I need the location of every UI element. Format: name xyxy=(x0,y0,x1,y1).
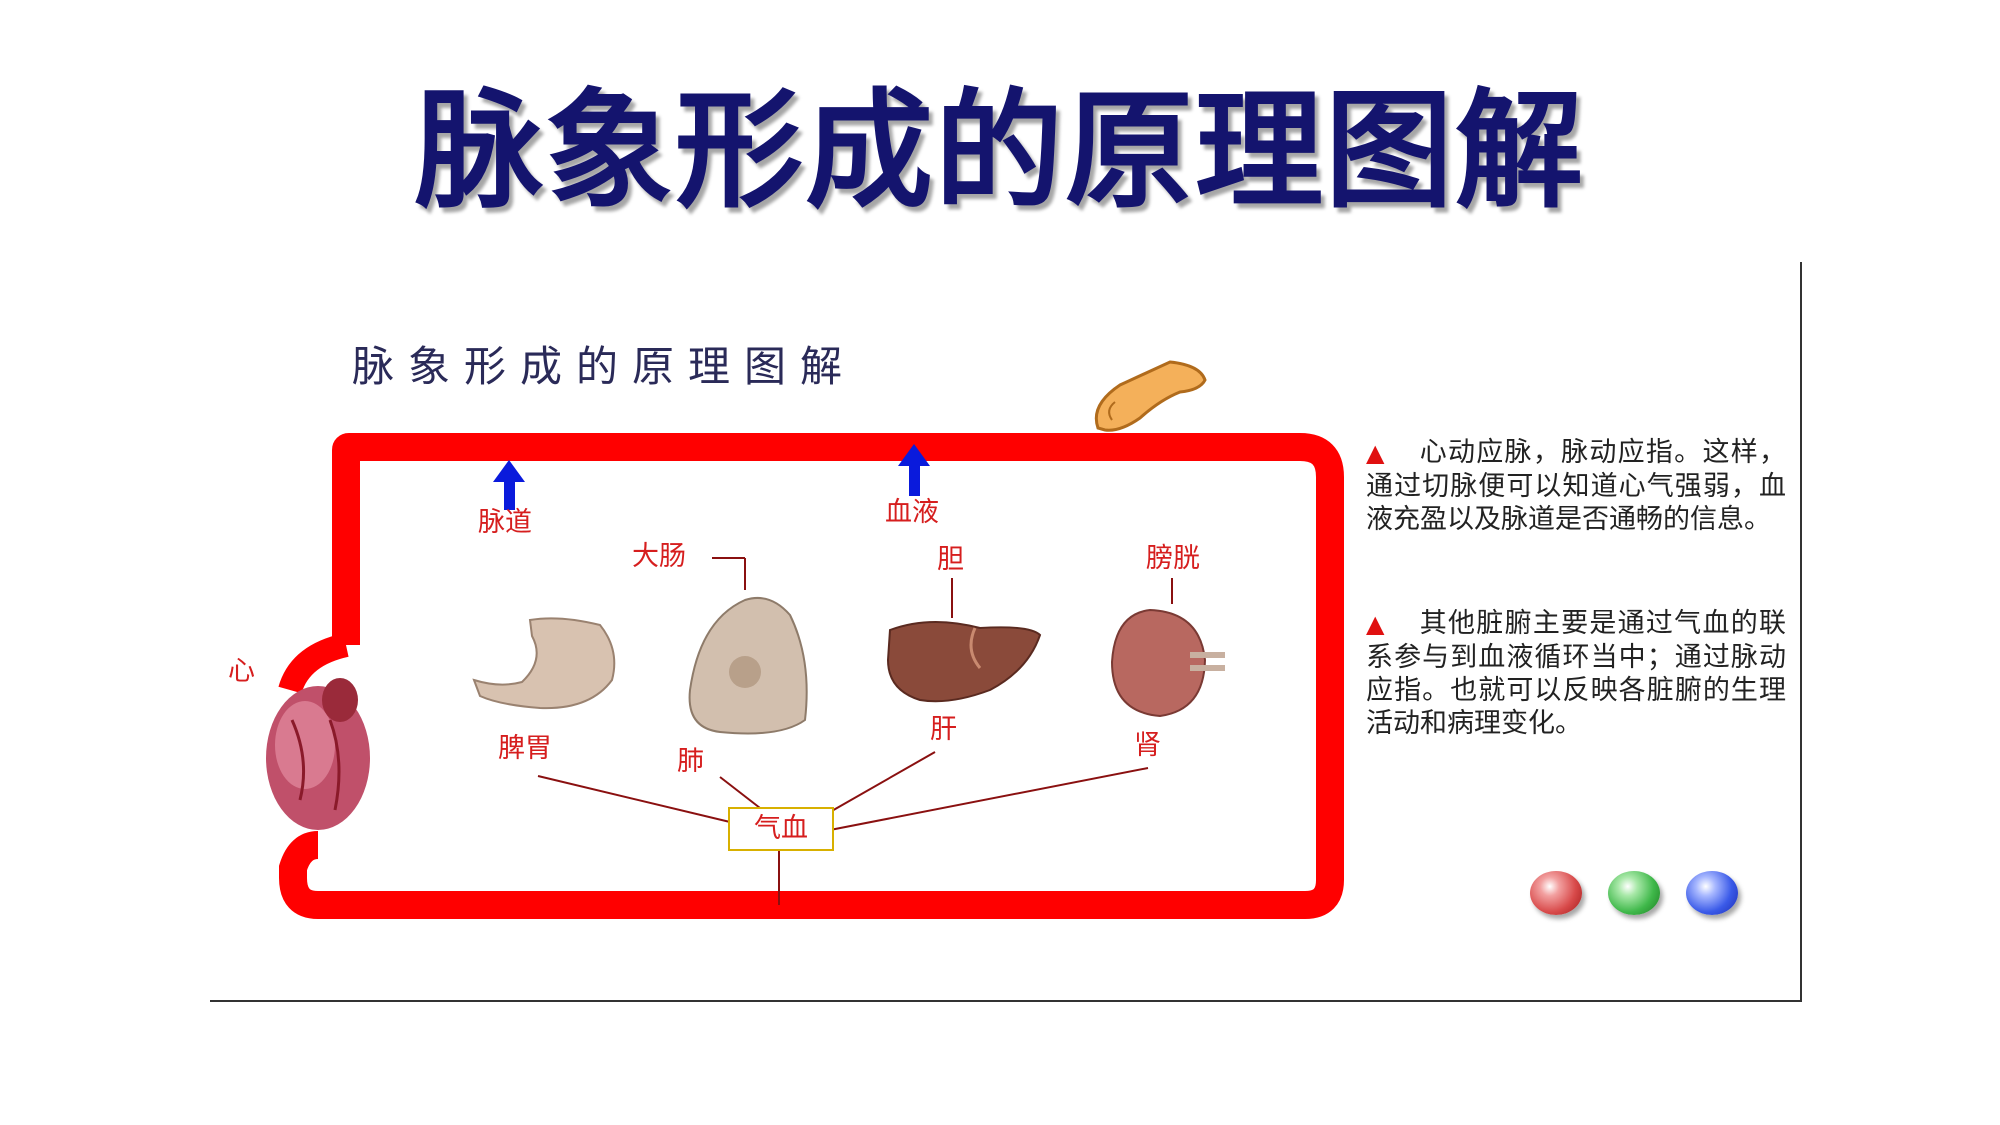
triangle-icon: ▲ xyxy=(1366,610,1386,638)
kidney-icon xyxy=(1110,608,1225,718)
label-liver: 肝 xyxy=(930,714,957,745)
heart-icon xyxy=(266,678,370,830)
label-large-intestine: 大肠 xyxy=(632,541,686,572)
note-text: 心动应脉，脉动应指。这样，通过切脉便可以知道心气强弱，血液充盈以及脉道是否通畅的… xyxy=(1366,437,1786,535)
page-title: 脉象形成的原理图解 xyxy=(414,77,1585,226)
note-organs: ▲其他脏腑主要是通过气血的联系参与到血液循环当中；通过脉动应指。也就可以反映各脏… xyxy=(1366,607,1786,740)
qi-blood-box: 气血 xyxy=(728,807,834,851)
green-ball-button[interactable] xyxy=(1608,871,1660,915)
diagram-frame xyxy=(210,262,1802,1002)
note-heart-pulse: ▲心动应脉，脉动应指。这样，通过切脉便可以知道心气强弱，血液充盈以及脉道是否通畅… xyxy=(1366,436,1786,536)
diagram-subtitle: 脉象形成的原理图解 xyxy=(352,342,857,391)
label-blood-fluid: 血液 xyxy=(885,497,939,528)
finger-icon xyxy=(1094,360,1207,432)
stomach-icon xyxy=(472,617,616,710)
label-lung: 肺 xyxy=(677,746,704,777)
lung-icon xyxy=(688,596,808,735)
arrow-up-icon-blood xyxy=(898,444,930,496)
label-spleen-stomach: 脾胃 xyxy=(498,733,552,764)
arrow-up-icon-channel xyxy=(493,460,525,510)
liver-icon xyxy=(886,621,1042,703)
red-ball-button[interactable] xyxy=(1530,871,1582,915)
note-text: 其他脏腑主要是通过气血的联系参与到血液循环当中；通过脉动应指。也就可以反映各脏腑… xyxy=(1366,608,1786,739)
label-gallbladder: 胆 xyxy=(937,544,964,575)
label-channel: 脉道 xyxy=(478,507,532,538)
vessel-loop xyxy=(279,433,1344,919)
label-heart: 心 xyxy=(228,656,255,687)
label-kidney: 肾 xyxy=(1134,730,1161,761)
blue-ball-button[interactable] xyxy=(1686,871,1738,915)
label-bladder: 膀胱 xyxy=(1146,543,1200,574)
triangle-icon: ▲ xyxy=(1366,439,1386,467)
